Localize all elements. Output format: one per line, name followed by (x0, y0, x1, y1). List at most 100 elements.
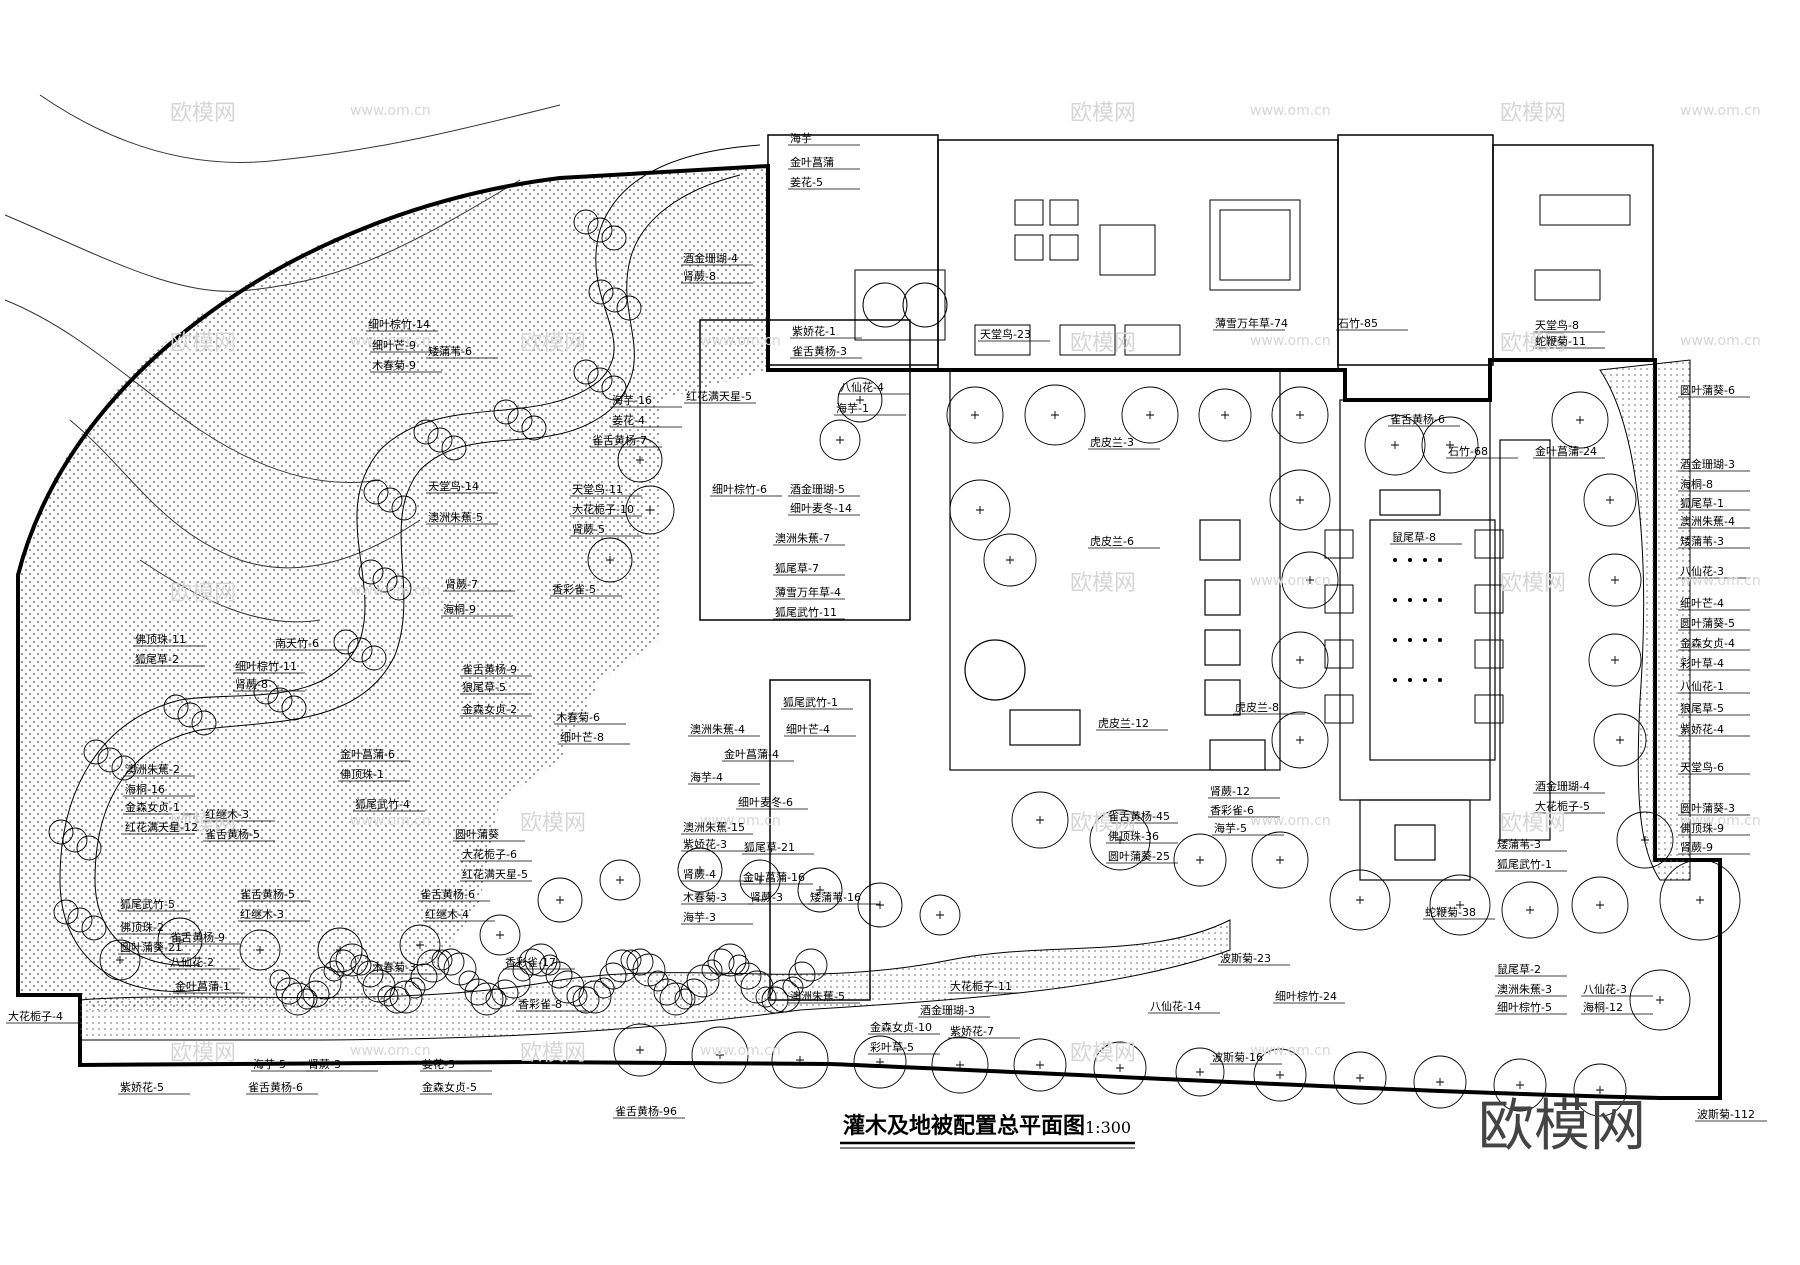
watermark-name: 欧模网 (1070, 101, 1136, 126)
tree-canopy (1333, 1051, 1387, 1105)
tree-center-mark (1196, 856, 1204, 864)
plant-label: 鼠尾草-8 (1392, 530, 1436, 544)
shrub-symbol (377, 985, 399, 1007)
plant-label: 澳洲朱蕉-3 (1497, 983, 1552, 996)
shrub-symbol (329, 949, 357, 977)
watermark-url: www.om.cn (350, 813, 431, 829)
shrub-symbol (361, 645, 387, 671)
shrub-symbol (389, 980, 423, 1014)
watermark-name: 欧模网 (170, 581, 236, 606)
shrub-symbol (680, 978, 708, 1006)
shrub-symbol (545, 961, 573, 989)
shrub-symbol (81, 915, 107, 941)
tree-center-mark (971, 411, 979, 419)
tree-canopy (599, 859, 641, 901)
watermark-name: 欧模网 (1070, 571, 1136, 596)
plant-label: 木春菊-3 (683, 891, 727, 904)
tree-canopy (1573, 1063, 1627, 1117)
plant-label: 金叶菖蒲-1 (175, 979, 230, 993)
tree-canopy (771, 1031, 829, 1089)
plant-label: 虎皮兰-6 (1090, 535, 1134, 548)
tree-canopy (946, 386, 1004, 444)
plant-label: 雀舌黄杨-5 (205, 827, 260, 841)
shrub-symbol (464, 978, 492, 1006)
watermark-name: 欧模网 (1500, 101, 1566, 126)
tree-canopy (1329, 869, 1391, 931)
tree-center-mark (1296, 496, 1304, 504)
shrub-symbol (491, 979, 519, 1007)
tree-center-mark (636, 1046, 644, 1054)
plant-label: 金叶菖蒲-24 (1535, 444, 1597, 458)
shrub-symbol (767, 979, 801, 1013)
watermark-url: www.om.cn (350, 103, 431, 119)
shrub-symbol (67, 907, 93, 933)
brand-logo: 欧模网 (1478, 1094, 1646, 1159)
tree-center-mark (176, 936, 184, 944)
plant-label: 肾蕨-8 (235, 678, 268, 691)
shrub-symbol (788, 961, 816, 989)
tree-canopy (1493, 1058, 1547, 1112)
plant-label: 虎皮兰-12 (1098, 717, 1149, 730)
shrub-symbol (281, 982, 315, 1016)
shrub-symbol (713, 943, 747, 977)
building-details (854, 194, 1631, 356)
plant-label: 肾蕨-4 (683, 868, 716, 881)
plant-label: 紫娇花-7 (950, 1025, 994, 1038)
tree-canopy (797, 867, 843, 913)
tree-center-mark (836, 436, 844, 444)
tree-center-mark (1436, 1078, 1444, 1086)
tree-center-mark (1356, 1074, 1364, 1082)
watermark-url: www.om.cn (1680, 573, 1761, 589)
shrub-symbol (647, 970, 669, 992)
plant-label: 金叶菖蒲-4 (724, 747, 779, 761)
plant-label: 圆叶蒲葵-25 (1108, 849, 1170, 863)
plant-label: 蛇鞭菊-11 (1535, 334, 1586, 348)
plant-label: 海桐-9 (443, 602, 476, 616)
plant-label: 金森女贞-1 (125, 800, 180, 814)
plant-label: 紫娇花-3 (683, 838, 727, 851)
plant-label: 狐尾武竹-1 (1497, 857, 1552, 871)
plant-label: 佛顶珠-1 (340, 767, 384, 781)
tree-center-mark (1456, 901, 1464, 909)
plant-label: 酒金珊瑚-4 (1535, 779, 1590, 793)
tree-center-mark (1116, 1064, 1124, 1072)
watermark-name: 欧模网 (520, 1041, 586, 1066)
tree-canopy (1364, 414, 1426, 476)
tree-center-mark (416, 941, 424, 949)
plant-label: 狐尾草-1 (1680, 496, 1724, 510)
plant-label: 狐尾草-7 (775, 561, 819, 575)
plant-label: 红继木-4 (425, 908, 469, 921)
tree-center-mark (1616, 736, 1624, 744)
plant-label: 大花栀子-11 (950, 979, 1012, 993)
tree-center-mark (876, 901, 884, 909)
shrub-symbol (441, 435, 467, 461)
plant-label: 澳洲朱蕉-5 (428, 511, 483, 524)
watermark-name: 欧模网 (1500, 331, 1566, 356)
plant-label: 狼尾草-5 (1680, 701, 1724, 715)
tree-center-mark (1656, 996, 1664, 1004)
tree-canopy (1198, 388, 1252, 442)
plant-label: 海芋-3 (683, 910, 716, 924)
shrub-symbol (413, 419, 439, 445)
tree-canopy (1421, 416, 1479, 474)
plant-label: 红继木-3 (240, 908, 284, 921)
shrub-symbol (616, 295, 642, 321)
tree-canopy (931, 1036, 989, 1094)
tree-canopy (1583, 473, 1637, 527)
shrub-symbol (593, 977, 615, 999)
plant-label: 大花栀子-5 (1535, 799, 1590, 813)
plant-label: 虎皮兰-8 (1235, 701, 1279, 714)
shrub-symbol (566, 985, 588, 1007)
tree-canopy (1269, 469, 1331, 531)
plant-label: 海芋-5 (253, 1057, 286, 1071)
plant-label: 狐尾草-2 (135, 652, 179, 666)
plant-label: 雀舌黄杨-6 (1390, 412, 1445, 426)
tree-circles (48, 209, 1741, 1117)
shrub-symbol (587, 367, 613, 393)
tree-center-mark (976, 506, 984, 514)
shrub-symbol (587, 217, 613, 243)
plant-label: 澳洲朱蕉-5 (790, 990, 845, 1003)
tree-canopy (1253, 1048, 1307, 1102)
watermark-name: 欧模网 (1070, 331, 1136, 356)
